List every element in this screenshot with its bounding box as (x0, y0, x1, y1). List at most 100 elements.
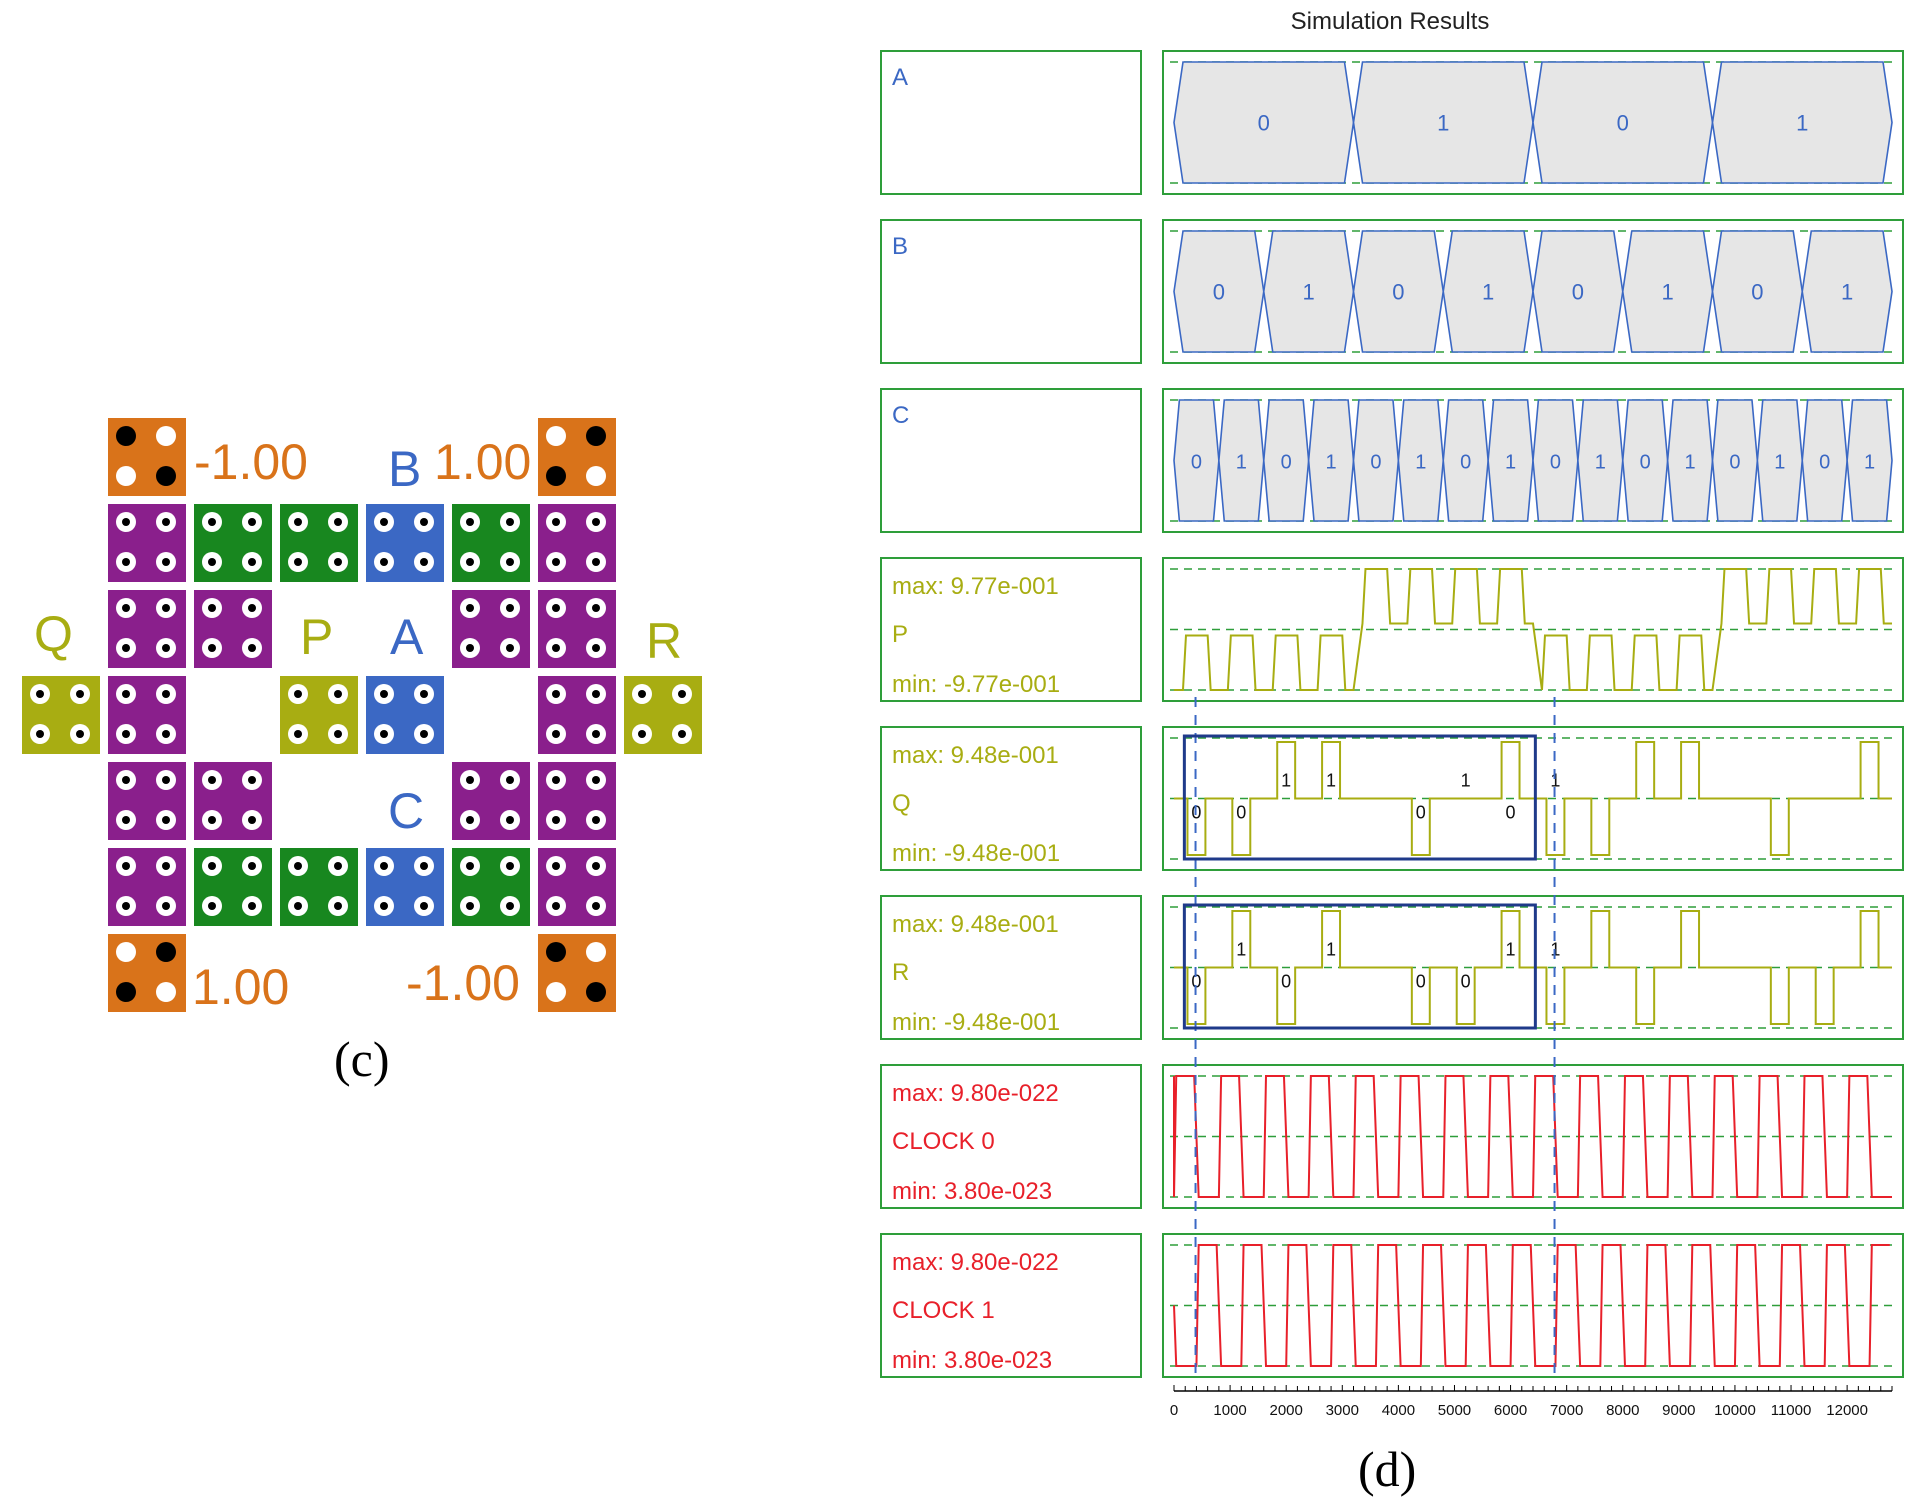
bit-label: 1 (1550, 940, 1560, 960)
bus-value-label: 1 (1326, 452, 1337, 474)
quantum-dot (586, 982, 606, 1002)
quantum-dot (328, 684, 348, 704)
bus-value-label: 0 (1550, 452, 1561, 474)
quantum-dot (116, 724, 136, 744)
label-r: R (646, 613, 683, 669)
bit-label: 1 (1550, 771, 1560, 791)
axis-tick-label: 8000 (1606, 1402, 1639, 1419)
qca-cell-purple (452, 762, 530, 840)
quantum-dot (374, 512, 394, 532)
quantum-dot (202, 512, 222, 532)
label-p: P (300, 609, 334, 665)
quantum-dot (586, 512, 606, 532)
quantum-dot (288, 552, 308, 572)
qca-cell-olive (22, 676, 100, 754)
quantum-dot (242, 638, 262, 658)
bus-value-label: 1 (1303, 280, 1315, 305)
qca-cell-purple (538, 504, 616, 582)
quantum-dot (414, 856, 434, 876)
signal-label-box-b: B (880, 219, 1142, 364)
quantum-dot (70, 724, 90, 744)
signal-name: C (892, 402, 910, 429)
bus-value-label: 0 (1819, 452, 1830, 474)
caption-d: (d) (1358, 1441, 1417, 1497)
qca-cell-purple (538, 676, 616, 754)
signal-min: min: -9.48e-001 (892, 840, 1061, 867)
quantum-dot (202, 552, 222, 572)
quantum-dot (328, 512, 348, 532)
quantum-dot (546, 466, 566, 486)
quantum-dot (500, 512, 520, 532)
bit-label: 0 (1416, 803, 1426, 823)
bus-value-label: 1 (1841, 280, 1853, 305)
quantum-dot (586, 942, 606, 962)
quantum-dot (328, 552, 348, 572)
axis-tick-label: 12000 (1826, 1402, 1868, 1419)
qca-cell-purple (194, 762, 272, 840)
quantum-dot (328, 856, 348, 876)
quantum-dot (460, 810, 480, 830)
bus-value-label: 1 (1796, 111, 1808, 136)
waveform-p (1170, 568, 1894, 691)
bit-label: 0 (1236, 803, 1246, 823)
quantum-dot (586, 856, 606, 876)
quantum-dot (460, 770, 480, 790)
quantum-dot (414, 512, 434, 532)
quantum-dot (546, 896, 566, 916)
quantum-dot (30, 684, 50, 704)
signal-min: min: -9.77e-001 (892, 671, 1061, 698)
waveform-box-clock1 (1162, 1233, 1904, 1378)
bus-value-label: 0 (1191, 452, 1202, 474)
value-top-right: 1.00 (434, 434, 532, 490)
quantum-dot (156, 896, 176, 916)
quantum-dot (500, 856, 520, 876)
quantum-dot (586, 896, 606, 916)
bit-label: 0 (1416, 972, 1426, 992)
quantum-dot (156, 684, 176, 704)
simulation-title: Simulation Results (1290, 8, 1490, 35)
bus-value-label: 0 (1281, 452, 1292, 474)
label-b: B (388, 441, 422, 497)
waveform-box-p (1162, 557, 1904, 702)
quantum-dot (116, 598, 136, 618)
quantum-dot (586, 810, 606, 830)
quantum-dot (156, 982, 176, 1002)
quantum-dot (116, 896, 136, 916)
bus-value-label: 0 (1258, 111, 1270, 136)
quantum-dot (116, 552, 136, 572)
qca-cell-blue (366, 848, 444, 926)
bus-value-label: 0 (1572, 280, 1584, 305)
quantum-dot (202, 810, 222, 830)
quantum-dot (328, 724, 348, 744)
quantum-dot (500, 552, 520, 572)
quantum-dot (460, 638, 480, 658)
axis-tick-label: 2000 (1270, 1402, 1303, 1419)
qca-cell-green (452, 848, 530, 926)
bit-label: 0 (1191, 803, 1201, 823)
quantum-dot (586, 724, 606, 744)
bus-value-label: 1 (1774, 452, 1785, 474)
quantum-dot (500, 638, 520, 658)
quantum-dot (116, 856, 136, 876)
quantum-dot (288, 856, 308, 876)
quantum-dot (156, 724, 176, 744)
quantum-dot (500, 810, 520, 830)
bit-label: 0 (1281, 972, 1291, 992)
quantum-dot (546, 724, 566, 744)
quantum-dot (374, 896, 394, 916)
quantum-dot (586, 770, 606, 790)
quantum-dot (116, 638, 136, 658)
signal-max: max: 9.48e-001 (892, 911, 1059, 938)
quantum-dot (672, 684, 692, 704)
bus-value-label: 1 (1685, 452, 1696, 474)
qca-cell-purple (108, 504, 186, 582)
signal-max: max: 9.77e-001 (892, 573, 1059, 600)
